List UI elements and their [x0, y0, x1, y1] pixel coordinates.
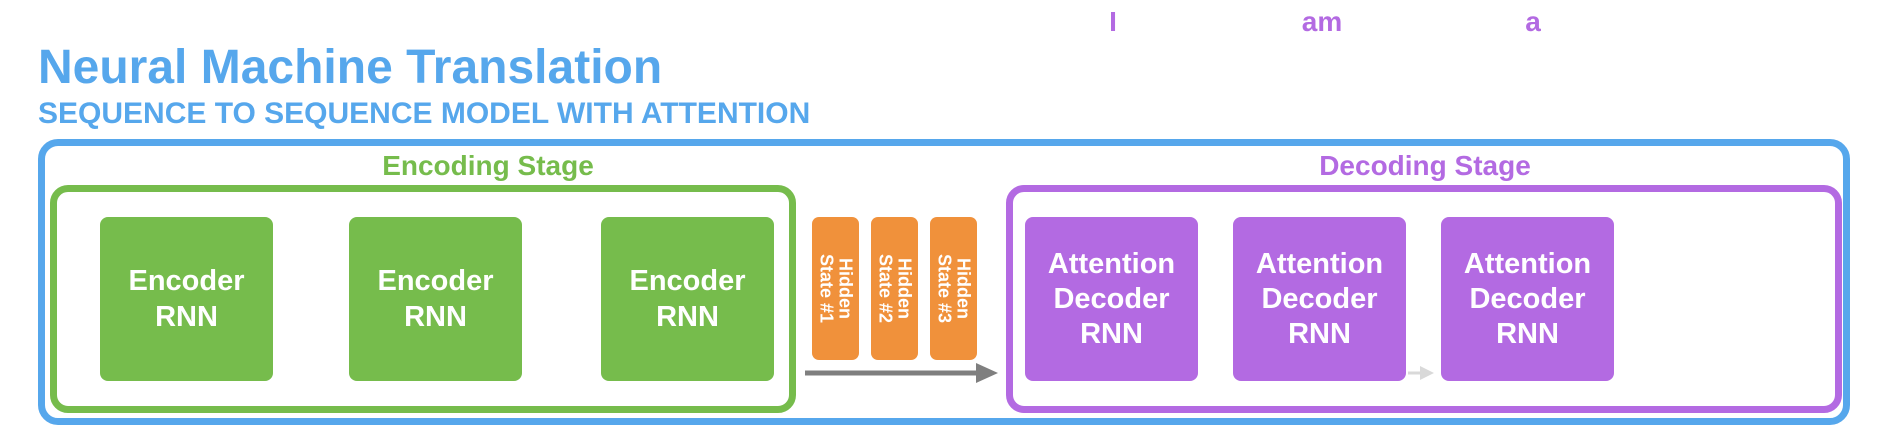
encoder-rnn-box: Encoder RNN — [349, 217, 522, 381]
encoder-label-line2: RNN — [155, 301, 218, 333]
encoding-stage-label: Encoding Stage — [382, 150, 594, 181]
decoder-label-line3: RNN — [1288, 317, 1351, 350]
attention-decoder-rnn-box: Attention Decoder RNN — [1233, 217, 1406, 381]
output-word-1: I — [1109, 6, 1117, 37]
attention-decoder-rnn-box: Attention Decoder RNN — [1441, 217, 1614, 381]
decoding-stage-label: Decoding Stage — [1319, 150, 1531, 181]
encoding-stage-frame — [50, 185, 796, 413]
decoder-label-line3: RNN — [1080, 317, 1143, 350]
decoder-label-line1: Attention — [1463, 247, 1592, 280]
decoding-stage-frame — [1006, 185, 1842, 413]
encoder-rnn-box: Encoder RNN — [601, 217, 774, 381]
hidden-state-line2: State #3 — [934, 253, 955, 324]
hidden-state-block: Hidden State #2 — [871, 217, 918, 360]
encoder-label-line2: RNN — [656, 301, 719, 333]
decoder-label-line2: Decoder — [1261, 282, 1378, 315]
hidden-state-block: Hidden State #1 — [812, 217, 859, 360]
hidden-state-line1: Hidden — [894, 257, 915, 319]
diagram-subtitle: SEQUENCE TO SEQUENCE MODEL WITH ATTENTIO… — [38, 97, 811, 130]
decoder-label-line3: RNN — [1496, 317, 1559, 350]
hidden-state-line1: Hidden — [953, 257, 974, 319]
decoder-label-line2: Decoder — [1469, 282, 1586, 315]
encoder-label-line2: RNN — [404, 301, 467, 333]
hidden-state-line2: State #1 — [816, 253, 837, 324]
encoder-label-line1: Encoder — [128, 265, 245, 297]
encoder-rnn-box: Encoder RNN — [100, 217, 273, 381]
hidden-state-block: Hidden State #3 — [930, 217, 977, 360]
hidden-state-line1: Hidden — [835, 257, 856, 319]
diagram-title: Neural Machine Translation — [38, 41, 663, 94]
output-word-2: am — [1301, 6, 1343, 37]
output-word-3: a — [1525, 6, 1541, 37]
decoder-label-line1: Attention — [1047, 247, 1176, 280]
decoder-label-line2: Decoder — [1053, 282, 1170, 315]
encoder-label-line1: Encoder — [629, 265, 746, 297]
decoder-label-line1: Attention — [1255, 247, 1384, 280]
attention-decoder-rnn-box: Attention Decoder RNN — [1025, 217, 1198, 381]
model-frame — [38, 139, 1850, 425]
hidden-state-line2: State #2 — [875, 253, 896, 324]
encoder-label-line1: Encoder — [377, 265, 494, 297]
